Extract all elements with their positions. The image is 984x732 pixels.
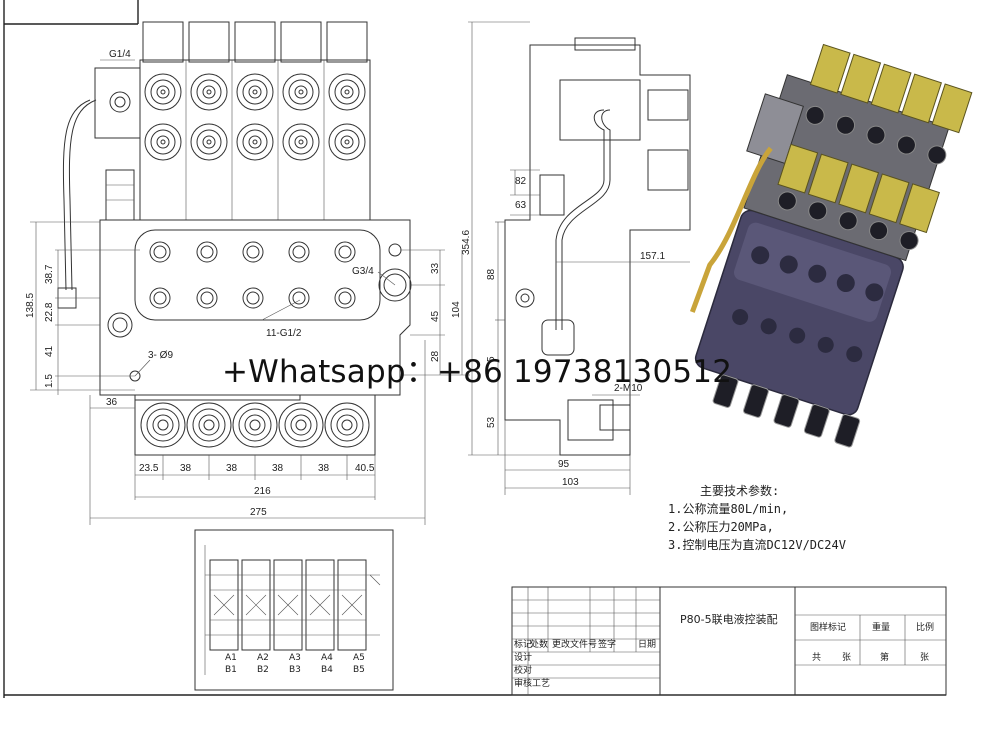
dim-88: 88 xyxy=(486,268,497,280)
role-rows: 设计 校对 审核 工艺 xyxy=(514,651,550,689)
side-view: 354.6 82 63 88 5 157.1 53 95 103 2-M10 xyxy=(461,21,691,495)
schem-a2: A2 xyxy=(257,653,269,663)
title-right-labels: 图样标记 重量 比例 共 张 第 张 xyxy=(810,621,934,663)
rev-mark: 标记 xyxy=(514,638,532,650)
revision-header: 标记 处数 更改文件号 签字 日期 xyxy=(514,638,656,650)
schem-a3: A3 xyxy=(289,653,301,663)
dim-95: 95 xyxy=(558,459,570,470)
spec-line-2: 2.公称压力20MPa, xyxy=(668,520,774,534)
dim-275: 275 xyxy=(250,507,267,518)
dim-354-6: 354.6 xyxy=(461,230,472,255)
label-total: 共 xyxy=(812,652,821,663)
dim-45: 45 xyxy=(430,310,441,322)
role-design: 设计 xyxy=(514,651,532,663)
dim-103: 103 xyxy=(562,477,579,488)
dim-22-8: 22.8 xyxy=(44,302,55,322)
dim-38-b: 38 xyxy=(226,463,238,474)
front-view: G1/4 xyxy=(25,21,470,525)
dim-216: 216 xyxy=(254,486,271,497)
role-review: 审核 xyxy=(514,677,532,689)
rev-sign: 签字 xyxy=(598,638,616,650)
dim-63: 63 xyxy=(515,200,527,211)
label-drawing-mark: 图样标记 xyxy=(810,621,846,633)
schem-b3: B3 xyxy=(289,665,301,675)
dim-138-5: 138.5 xyxy=(25,293,36,318)
schematic-port-labels: A1 B1 A2 B2 A3 B3 A4 B4 A5 B5 xyxy=(225,653,365,675)
pilot-block xyxy=(57,67,141,309)
dim-38-d: 38 xyxy=(318,463,330,474)
dim-side-5: 5 xyxy=(486,356,497,362)
valve-3d-render xyxy=(689,43,973,448)
rev-count: 处数 xyxy=(530,638,548,650)
dim-38-c: 38 xyxy=(272,463,284,474)
dim-40-5: 40.5 xyxy=(355,463,375,474)
dim-1-5: 1.5 xyxy=(44,374,55,388)
schem-b5: B5 xyxy=(353,665,365,675)
contact-watermark: +Whatsapp：+86 19738130512 xyxy=(222,354,733,390)
dim-top-port: G1/4 xyxy=(109,49,131,60)
dim-157-1: 157.1 xyxy=(640,251,665,262)
hydraulic-schematic: A1 B1 A2 B2 A3 B3 A4 B4 A5 B5 xyxy=(194,529,394,691)
rev-doc: 更改文件号 xyxy=(552,638,597,650)
port-11-g12-label: 11-G1/2 xyxy=(266,328,302,339)
schem-a5: A5 xyxy=(353,653,365,663)
dim-38-7: 38.7 xyxy=(44,264,55,284)
label-sheet: 张 xyxy=(920,652,929,663)
label-sheet-no: 第 xyxy=(880,651,889,663)
solenoid-coils-bottom xyxy=(134,394,376,456)
role-check: 校对 xyxy=(514,664,532,676)
side-dimension-lines xyxy=(468,21,690,495)
role-process: 工艺 xyxy=(532,678,550,689)
drawing-title: P80-5联电液控装配 xyxy=(680,612,778,626)
dim-2-m10: 2-M10 xyxy=(614,383,643,394)
schem-a4: A4 xyxy=(321,653,333,663)
label-sheets: 张 xyxy=(842,652,851,663)
dim-23-5: 23.5 xyxy=(139,463,159,474)
dim-104: 104 xyxy=(451,301,462,318)
schem-b4: B4 xyxy=(321,665,333,675)
schem-b2: B2 xyxy=(257,665,269,675)
schematic-valve-sections xyxy=(204,545,381,675)
rev-date: 日期 xyxy=(638,639,656,650)
schem-b1: B1 xyxy=(225,665,237,675)
schem-a1: A1 xyxy=(225,653,237,663)
label-scale: 比例 xyxy=(916,621,934,633)
dim-36: 36 xyxy=(106,397,118,408)
solenoid-coils-top xyxy=(139,21,371,221)
spec-line-3: 3.控制电压为直流DC12V/DC24V xyxy=(668,538,846,552)
dim-53: 53 xyxy=(486,416,497,428)
dim-28: 28 xyxy=(430,350,441,362)
hole-3-d9-label: 3- Ø9 xyxy=(148,350,173,361)
coil-rings xyxy=(144,73,366,161)
front-dimension-lines xyxy=(30,221,470,525)
port-g34-label: G3/4 xyxy=(352,266,374,277)
dim-33: 33 xyxy=(430,262,441,274)
dim-38-a: 38 xyxy=(180,463,192,474)
spec-line-1: 1.公称流量80L/min, xyxy=(668,502,789,516)
label-weight: 重量 xyxy=(872,621,890,633)
title-block: P80-5联电液控装配 标记 处数 更改文件号 签字 日期 设计 校对 审核 工… xyxy=(511,586,947,696)
dim-41: 41 xyxy=(44,345,55,357)
dim-82: 82 xyxy=(515,176,527,187)
specs-title: 主要技术参数: xyxy=(700,484,780,498)
